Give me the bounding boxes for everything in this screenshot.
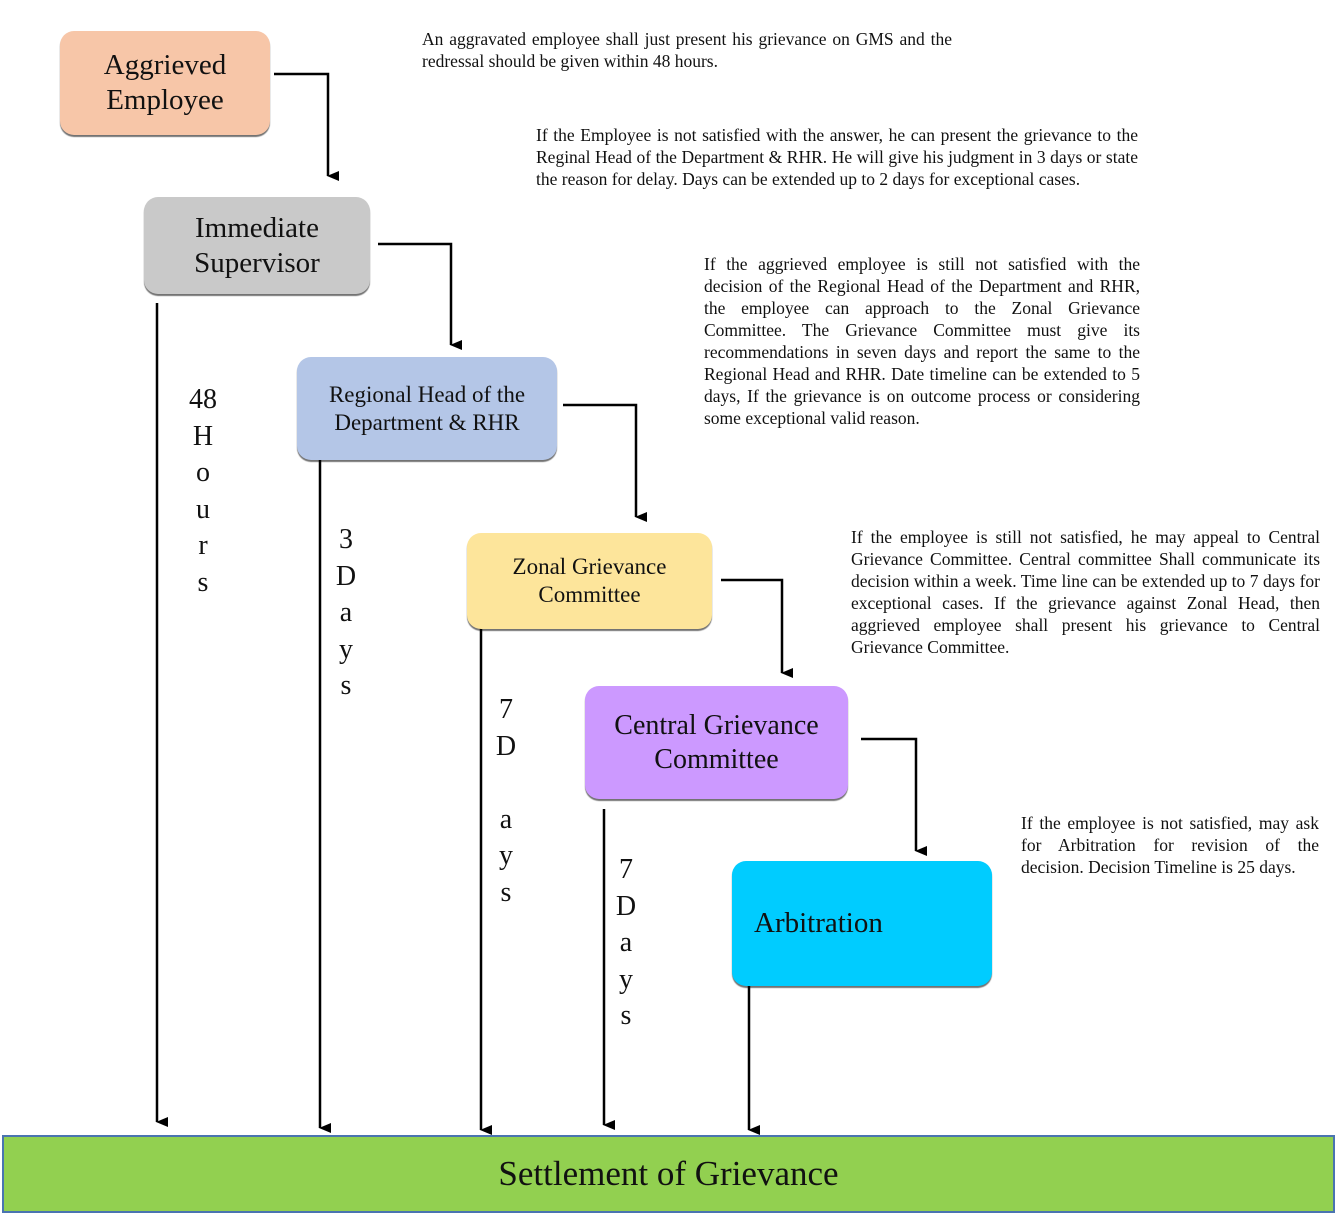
arrow-zonal-to-central: [721, 578, 793, 678]
arrow-supervisor-to-regional: [378, 242, 462, 350]
arrow-central-to-arbitration: [861, 737, 927, 856]
aggrieved-employee-label: Aggrieved Employee: [103, 49, 227, 116]
regional-head-box: Regional Head of the Department & RHR: [297, 357, 557, 460]
note-regional-head-escalation: If the Employee is not satisfied with th…: [536, 125, 1138, 189]
central-grievance-committee-box: Central Grievance Committee: [585, 686, 848, 799]
immediate-supervisor-box: Immediate Supervisor: [144, 197, 370, 294]
timeline-7-days-central: 7 D a y s: [615, 854, 637, 1031]
note-central-committee-escalation: If the employee is still not satisfied, …: [851, 527, 1320, 657]
timeline-3-days: 3 D a y s: [335, 524, 357, 701]
arbitration-box: Arbitration: [732, 861, 992, 986]
settlement-of-grievance-box: Settlement of Grievance: [2, 1135, 1335, 1213]
central-grievance-committee-label: Central Grievance Committee: [614, 709, 819, 775]
note-zonal-committee-escalation: If the aggrieved employee is still not s…: [704, 254, 1140, 428]
timeline-7-days-zonal: 7 D a y s: [495, 694, 517, 908]
timeline-48-hours: 48 H o u r s: [189, 384, 217, 598]
zonal-grievance-committee-label: Zonal Grievance Committee: [512, 554, 667, 607]
immediate-supervisor-label: Immediate Supervisor: [194, 211, 320, 279]
arrow-regional-to-zonal: [563, 403, 647, 522]
arbitration-label: Arbitration: [754, 907, 883, 940]
zonal-grievance-committee-box: Zonal Grievance Committee: [467, 533, 712, 629]
note-gms-48-hours: An aggravated employee shall just presen…: [422, 29, 952, 71]
settlement-of-grievance-label: Settlement of Grievance: [498, 1154, 839, 1193]
regional-head-label: Regional Head of the Department & RHR: [328, 381, 526, 435]
note-arbitration: If the employee is not satisfied, may as…: [1021, 813, 1319, 877]
arrow-aggrieved-to-supervisor: [274, 72, 339, 181]
aggrieved-employee-box: Aggrieved Employee: [60, 31, 270, 135]
